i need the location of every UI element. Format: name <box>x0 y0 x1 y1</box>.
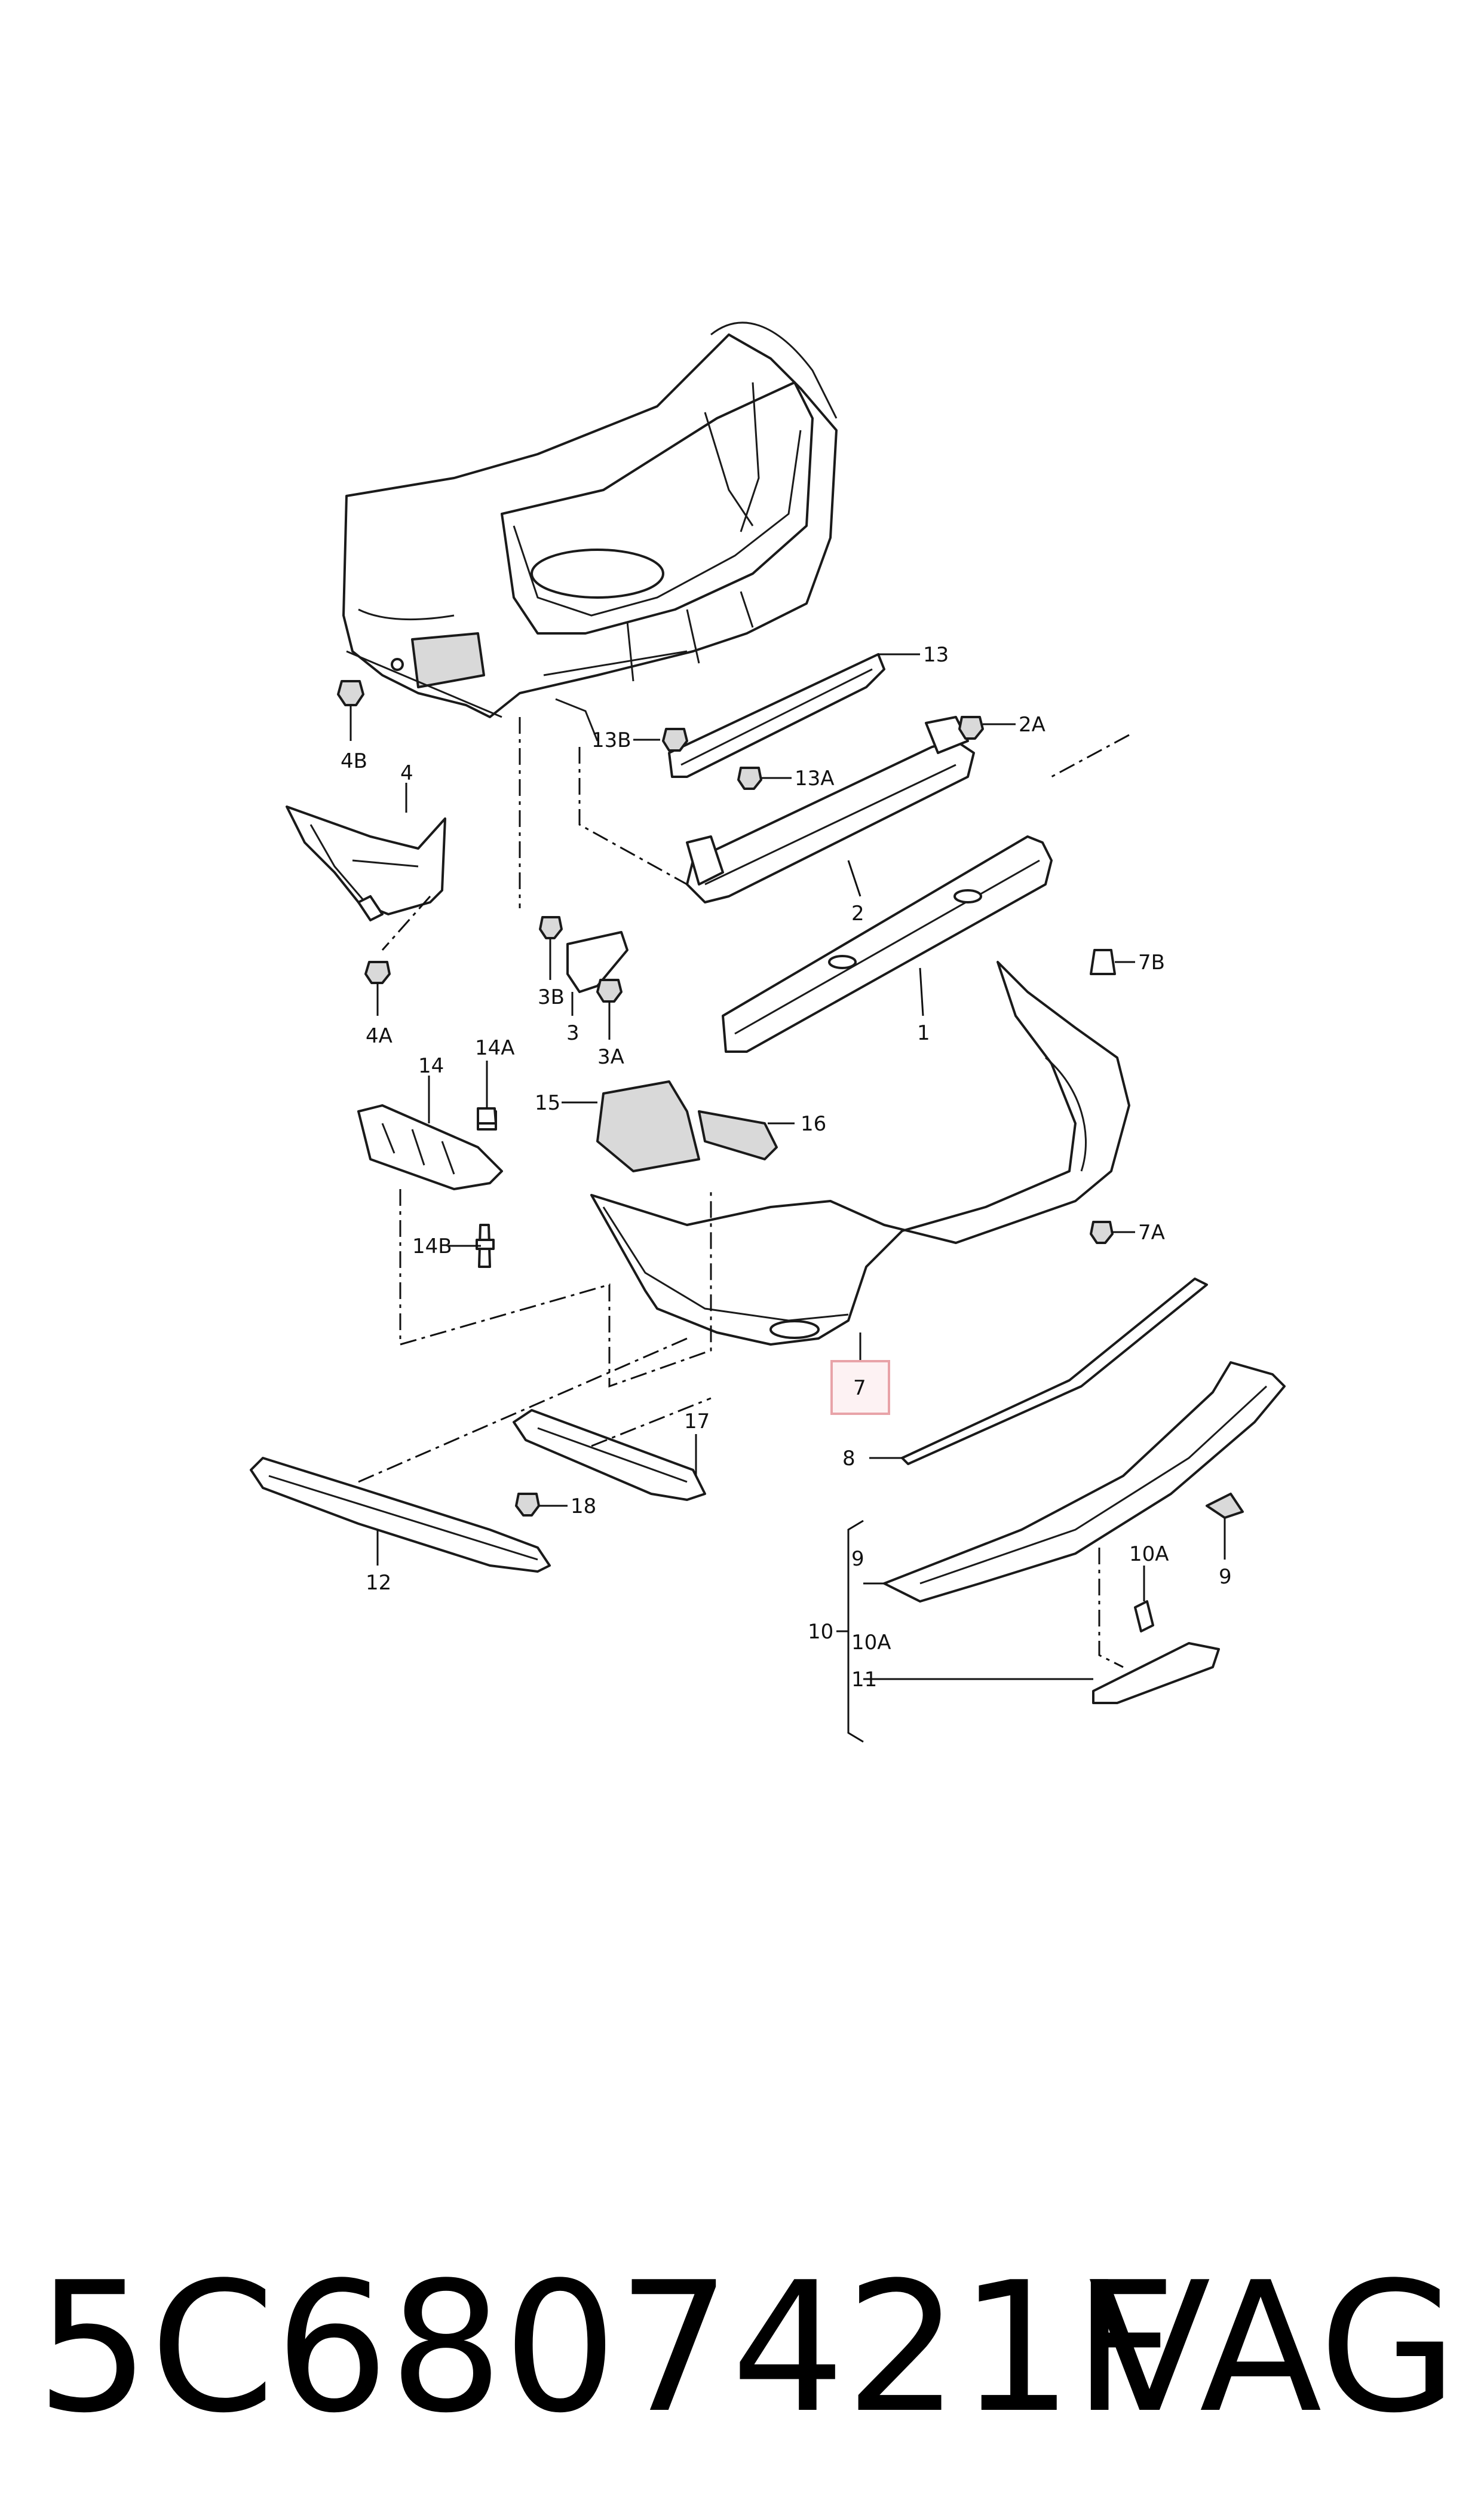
fastener-13b-icon <box>662 728 688 752</box>
label-8: 8 <box>842 1447 856 1471</box>
label-7b: 7B <box>1138 951 1165 975</box>
label-2: 2 <box>851 902 864 926</box>
label-15: 15 <box>535 1091 560 1115</box>
car-body-rear <box>342 321 838 742</box>
label-3b: 3B <box>538 985 565 1009</box>
label-13: 13 <box>923 643 949 667</box>
fastener-7a-icon <box>1090 1221 1114 1244</box>
label-13b: 13B <box>591 728 631 752</box>
label-12: 12 <box>366 1571 391 1595</box>
label-11: 11 <box>851 1668 877 1692</box>
part-9-diffuser <box>883 1361 1286 1603</box>
part-8-trim-strip <box>901 1278 1208 1465</box>
part-2-impact-bar <box>686 716 975 903</box>
label-9-right: 9 <box>1219 1565 1232 1589</box>
label-16: 16 <box>801 1112 826 1136</box>
fastener-3a-icon <box>596 979 623 1003</box>
part-7-bumper-cover <box>590 961 1130 1346</box>
label-14: 14 <box>418 1054 444 1078</box>
fastener-18-icon <box>515 1493 540 1517</box>
callout-labels: 13 2A 13B 13A 2 1 4B 4 4A 3B 3 3A 7B 7A … <box>341 643 1232 1692</box>
label-14b: 14B <box>412 1235 452 1258</box>
fastener-14a-icon <box>477 1107 497 1125</box>
part-number: 5C6807421F <box>36 2244 1176 2452</box>
part-4-side-bracket <box>286 805 446 921</box>
part-12-lower-trim <box>250 1457 551 1573</box>
label-7a: 7A <box>1138 1221 1165 1245</box>
label-4a: 4A <box>366 1024 393 1048</box>
label-10: 10 <box>808 1620 833 1644</box>
brand-name: VAG <box>1088 2244 1458 2452</box>
part-11-lower-plate <box>1092 1642 1220 1704</box>
label-1: 1 <box>917 1021 930 1045</box>
label-10a-top: 10A <box>1129 1542 1169 1566</box>
label-3: 3 <box>566 1021 580 1045</box>
part-15-reflector-left <box>596 1080 700 1172</box>
leader-lines <box>349 653 1226 1743</box>
fastener-3b-icon <box>539 916 563 939</box>
label-10a-bracket: 10A <box>851 1631 891 1655</box>
fasteners <box>337 680 1154 1632</box>
label-9-bracket: 9 <box>851 1547 864 1571</box>
alignment-lines <box>358 717 1130 1668</box>
label-14a: 14A <box>475 1036 515 1060</box>
part-17-lower-bracket <box>513 1409 706 1501</box>
part-3-small-bracket <box>566 931 628 993</box>
label-2a: 2A <box>1019 713 1045 737</box>
label-3a: 3A <box>597 1045 624 1069</box>
part-1-energy-absorber <box>722 835 1053 1053</box>
part-14-side-grille <box>357 1104 503 1190</box>
label-18: 18 <box>571 1494 596 1518</box>
fastener-4a-icon <box>364 961 391 984</box>
label-17: 17 <box>684 1410 710 1433</box>
fastener-7b-icon <box>1090 949 1116 975</box>
label-7: 7 <box>853 1376 866 1400</box>
footer: 5C6807421F VAG <box>36 2247 1458 2450</box>
fastener-13a-icon <box>737 767 762 790</box>
fastener-4b-icon <box>337 680 364 706</box>
highlight-box <box>830 1360 890 1415</box>
label-4: 4 <box>400 761 413 785</box>
fastener-10a-icon <box>1134 1600 1154 1632</box>
label-13a: 13A <box>795 767 835 791</box>
label-4b: 4B <box>341 749 367 773</box>
part-13-carrier <box>668 653 885 778</box>
fastener-2a-icon <box>958 716 984 740</box>
part-16-reflector-right <box>698 1110 778 1160</box>
